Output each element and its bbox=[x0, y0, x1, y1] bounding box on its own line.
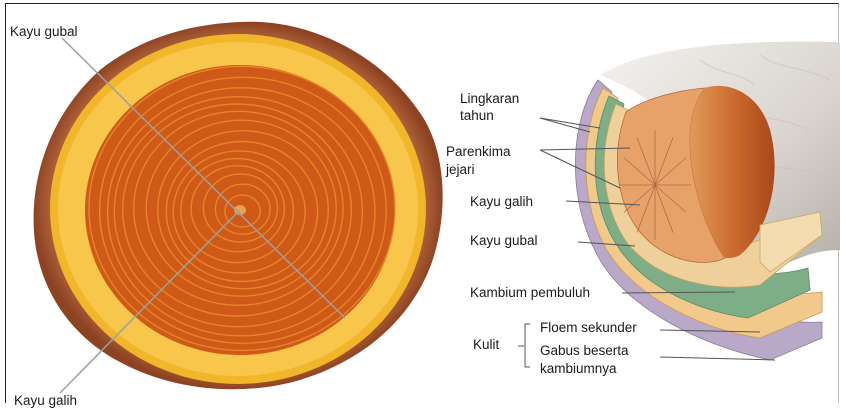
label-lingkaran: Lingkaran bbox=[460, 91, 519, 107]
label-tahun: tahun bbox=[460, 108, 494, 124]
label-floem-sekunder: Floem sekunder bbox=[540, 320, 637, 336]
label-gabus-beserta: Gabus beserta bbox=[540, 343, 629, 359]
label-jejari: jejari bbox=[446, 162, 475, 178]
label-kayu-gubal-right: Kayu gubal bbox=[470, 233, 538, 249]
label-kambiumnya: kambiumnya bbox=[540, 361, 617, 377]
trunk-cross-section bbox=[34, 22, 443, 393]
label-parenkima: Parenkima bbox=[446, 144, 511, 160]
label-kambium-pembuluh: Kambium pembuluh bbox=[470, 285, 590, 301]
label-kayu-galih-right: Kayu galih bbox=[470, 194, 533, 210]
label-kulit: Kulit bbox=[473, 337, 499, 353]
trunk-cutaway bbox=[518, 42, 840, 367]
label-kayu-galih-left: Kayu galih bbox=[14, 393, 77, 409]
label-kayu-gubal-left: Kayu gubal bbox=[10, 24, 78, 40]
